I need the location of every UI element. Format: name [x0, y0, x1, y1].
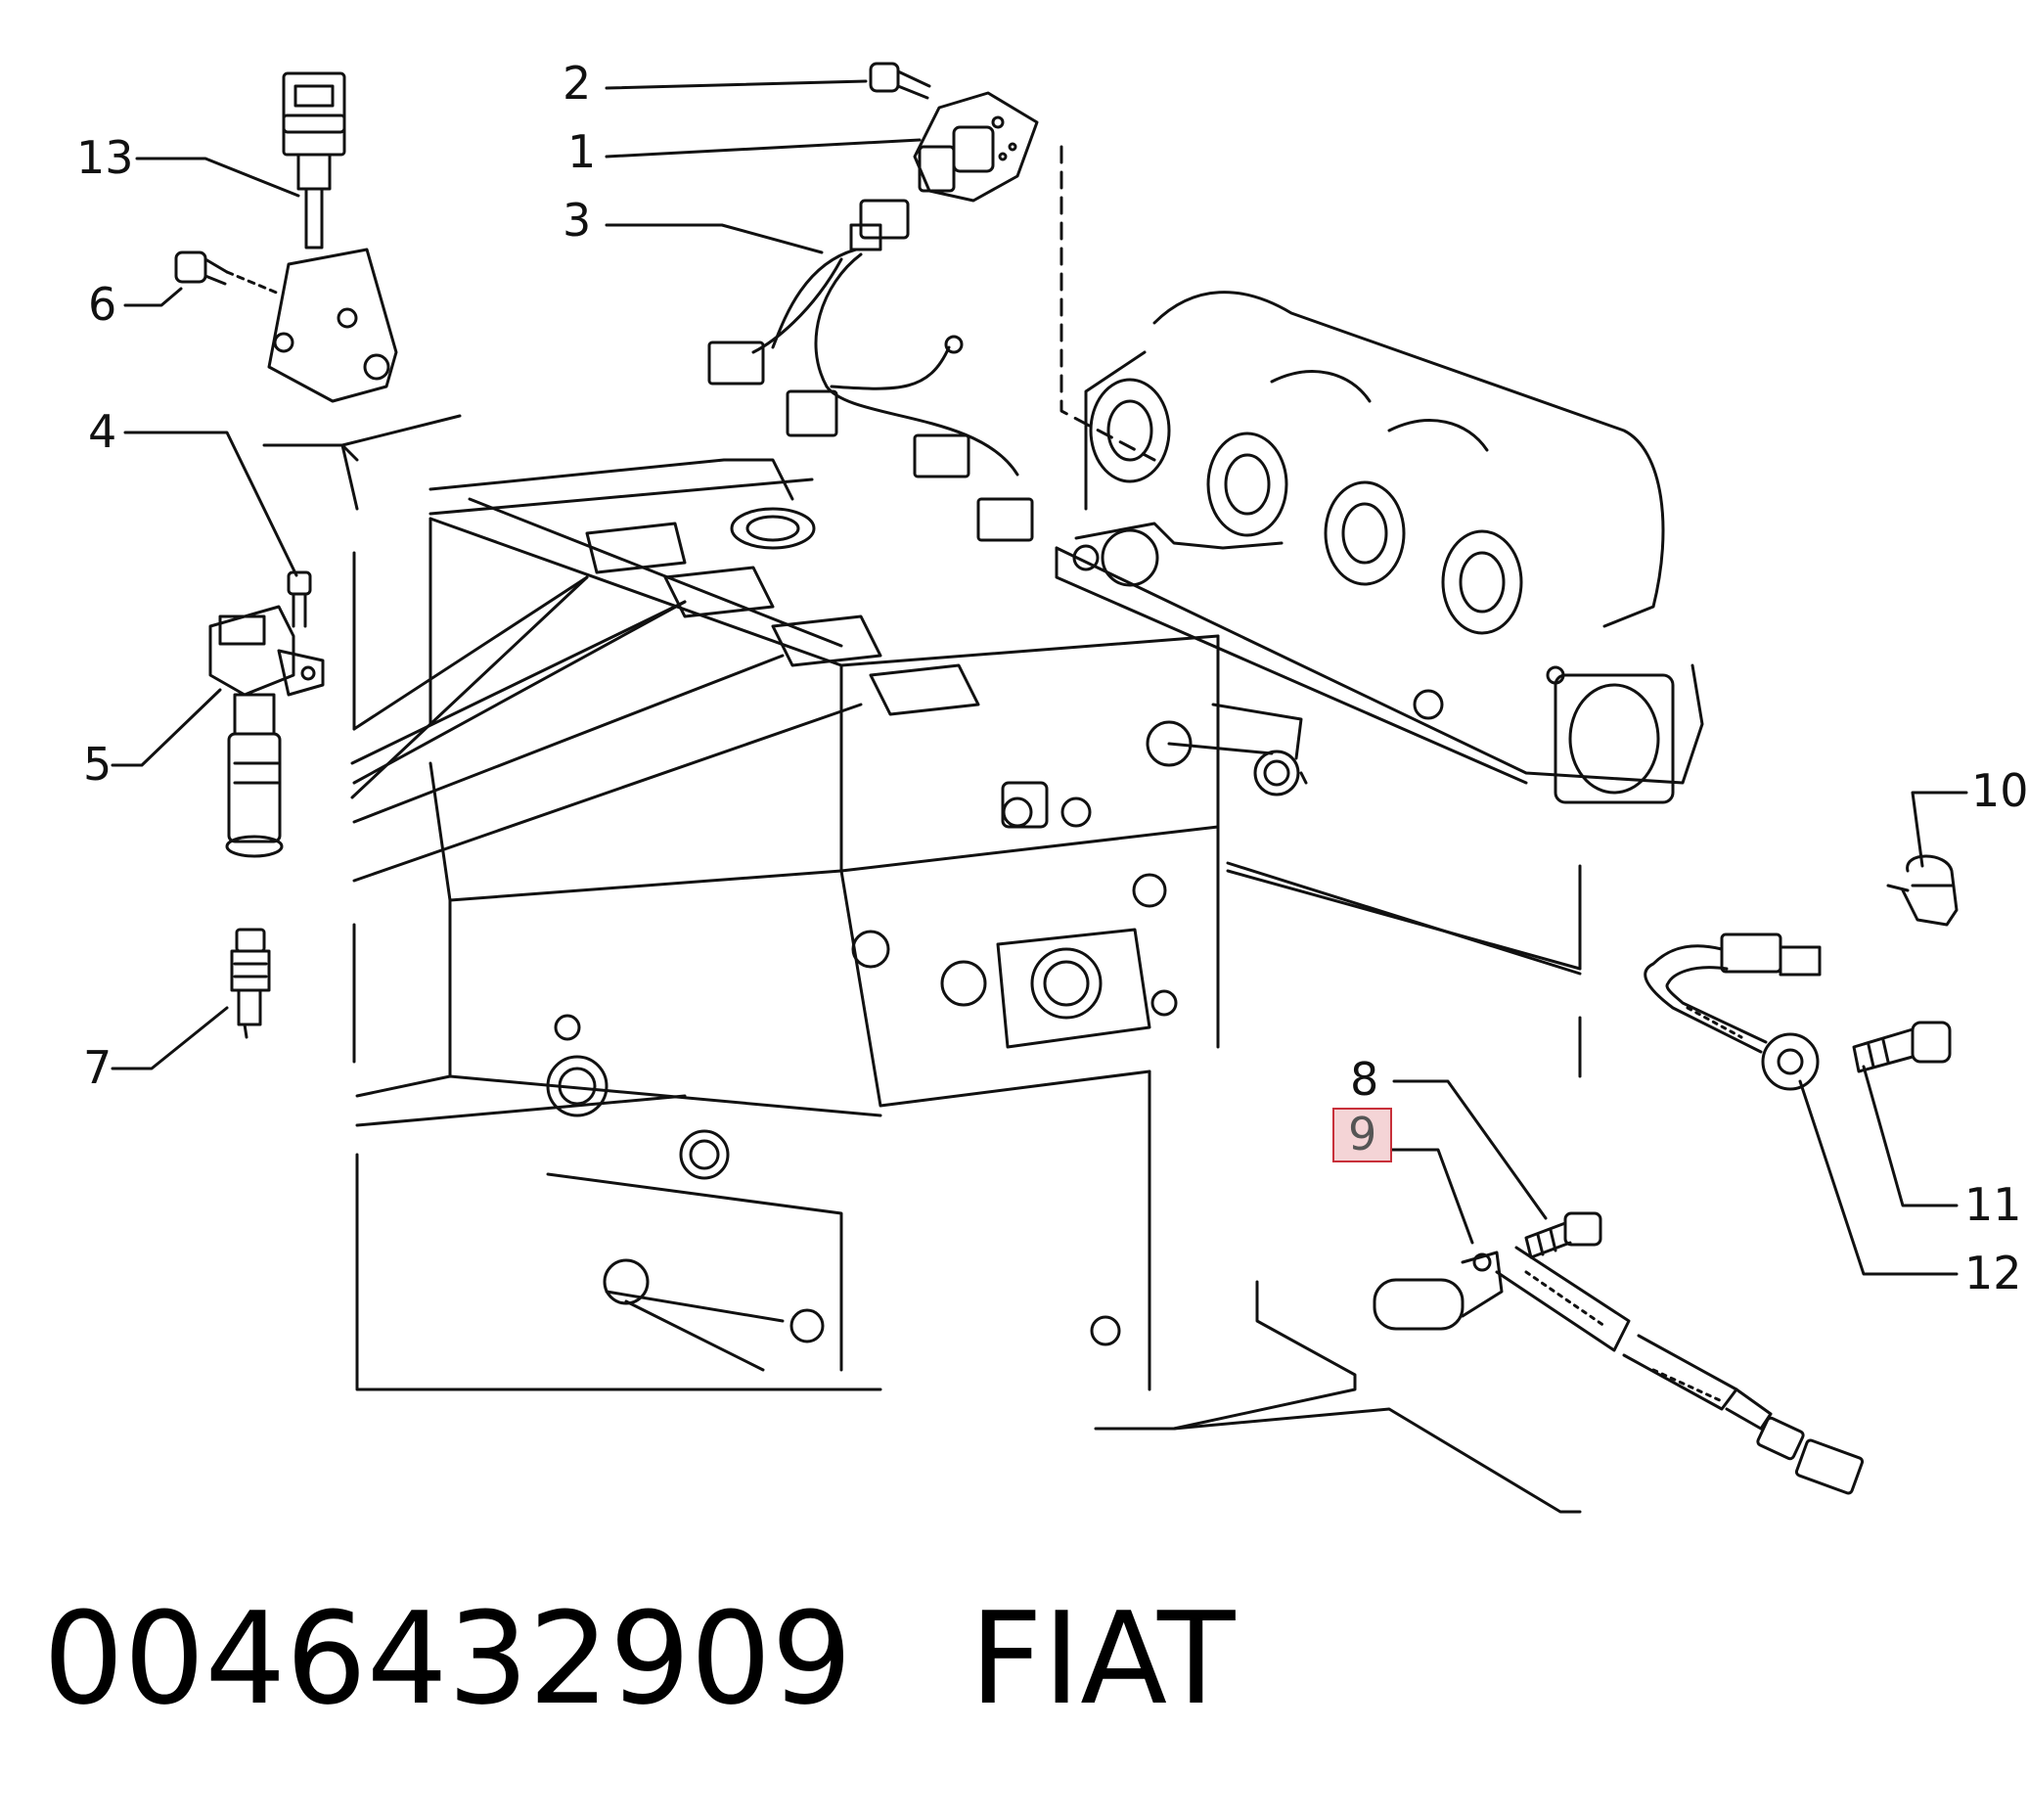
- part-2-screw: [869, 62, 931, 100]
- part-3-harness: [707, 199, 1034, 542]
- part-9-crank-sensor: [1373, 1246, 1865, 1495]
- part-11-bolt: [1852, 1021, 1952, 1073]
- leader-line-7: [111, 1006, 229, 1070]
- callout-2: 2: [563, 57, 592, 110]
- callout-4: 4: [88, 405, 117, 458]
- leader-line-6: [123, 287, 183, 307]
- part-5-sensor: [208, 605, 325, 858]
- group-lines: [262, 145, 1582, 1514]
- callout-9-highlighted[interactable]: 9: [1332, 1108, 1393, 1162]
- part-8-bolt: [1524, 1211, 1602, 1259]
- leader-line-8: [1392, 1079, 1548, 1220]
- callout-6: 6: [88, 278, 117, 331]
- intake-manifold: [1055, 291, 1704, 804]
- leader-line-4: [123, 431, 298, 577]
- callout-13: 13: [76, 131, 134, 184]
- leader-line-10: [1911, 791, 1968, 868]
- part-10-clip: [1886, 854, 1959, 927]
- callout-3: 3: [563, 194, 592, 247]
- leader-line-3: [605, 223, 824, 254]
- part-1-throttle-sensor: [913, 91, 1039, 203]
- leader-line-1: [605, 138, 922, 159]
- leader-line-12: [1798, 1079, 1959, 1276]
- leader-lines: [111, 79, 1968, 1276]
- part-4-screw: [287, 570, 312, 628]
- callout-8: 8: [1350, 1053, 1379, 1106]
- callout-1: 1: [567, 125, 597, 178]
- brand-name: FIAT: [969, 1584, 1236, 1733]
- part-7-spark-plug: [230, 928, 271, 1039]
- part-12-knock-sensor: [1644, 933, 1822, 1091]
- part-13-coil-plug: [267, 71, 398, 403]
- callout-7: 7: [83, 1041, 113, 1094]
- leader-line-9: [1387, 1148, 1474, 1245]
- leader-line-2: [605, 79, 868, 90]
- leader-line-5: [111, 688, 222, 767]
- callout-10: 10: [1971, 764, 2028, 817]
- part-number: 0046432909: [43, 1584, 853, 1733]
- part-6-bolt: [174, 250, 281, 296]
- callout-5: 5: [83, 738, 113, 791]
- callout-12: 12: [1964, 1247, 2022, 1299]
- engine-block: [355, 458, 1308, 1391]
- leader-line-13: [135, 157, 300, 198]
- callout-11: 11: [1964, 1178, 2022, 1231]
- leader-line-11: [1862, 1065, 1959, 1207]
